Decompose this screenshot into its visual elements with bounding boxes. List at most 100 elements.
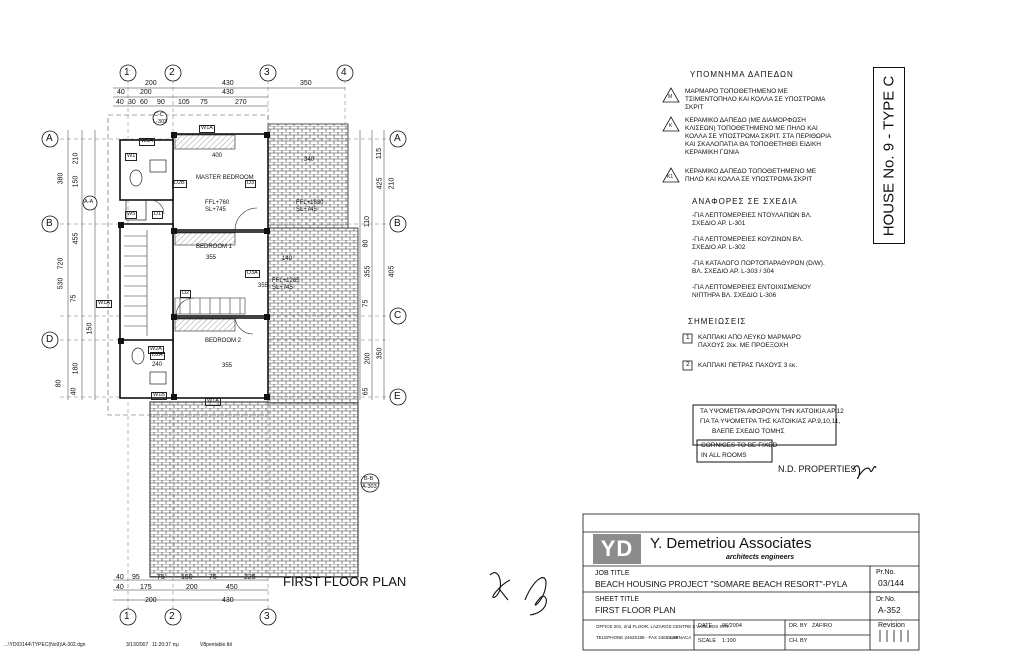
dim: 210	[72, 152, 80, 165]
firm-subtitle: architects engineers	[726, 554, 795, 561]
pen-table: V8pentable.tbl	[200, 642, 232, 648]
level-ffl: FFL+1630	[296, 200, 324, 206]
grid-row-label: D	[46, 334, 54, 345]
job-title-label: JOB TITLE	[595, 570, 630, 577]
legend-mark: K1	[667, 174, 674, 180]
grid-col-label: 3	[264, 67, 270, 78]
grid-row-label: B	[394, 218, 401, 229]
boxed-note-frame	[692, 404, 837, 446]
room-dim: 400	[212, 153, 223, 159]
sheet-title-label: SHEET TITLE	[595, 596, 640, 603]
cornices-line: IN ALL ROOMS	[701, 452, 747, 459]
grid-row-label: A	[46, 133, 53, 144]
grid-col-label: 2	[169, 67, 175, 78]
dr-no-label: Dr.No.	[876, 596, 896, 603]
sheet-title: FIRST FLOOR PLAN	[595, 605, 676, 615]
dim: 530	[57, 277, 65, 290]
grid-col-label: 1	[124, 67, 130, 78]
dim: 150	[86, 322, 94, 335]
section-label: B-B	[364, 476, 374, 482]
door-tag: D2B	[172, 180, 187, 188]
dim: 75	[200, 99, 208, 106]
office-city: LARNACA	[670, 635, 692, 640]
pr-no-label: Pr.No.	[876, 569, 896, 576]
window-tag: W1A	[199, 125, 215, 133]
paving-area-right	[267, 227, 359, 404]
job-title: BEACH HOUSING PROJECT "SOMARE BEACH RESO…	[595, 579, 848, 589]
revision-label: Revision	[878, 622, 905, 629]
dim: 80	[362, 239, 370, 248]
plan-title: FIRST FLOOR PLAN	[283, 574, 407, 589]
level-sl: SL+745	[205, 207, 226, 213]
section-label: C-C	[154, 112, 164, 118]
dim: 65	[362, 387, 370, 396]
grid-col-label: 1	[124, 611, 130, 622]
dim: 200	[140, 89, 152, 96]
door-tag: D1	[152, 211, 164, 219]
dim: 75	[157, 574, 165, 581]
boxed-note-line: ΤΑ ΥΨΟΜΕΤΡΑ ΑΦΟΡΟΥΝ ΤΗΝ ΚΑΤΟΙΚΙΑ ΑΡ.12	[700, 408, 844, 415]
dim: 115	[376, 147, 384, 160]
dim: 200	[145, 597, 157, 604]
file-path: ...\YD03144\TYPEC(No9)\A-302.dgn	[4, 642, 86, 648]
client-name: N.D. PROPERTIES	[778, 464, 857, 474]
room-label-bedroom1: BEDROOM 1	[196, 244, 233, 250]
master-bedroom-walls	[172, 133, 269, 231]
dim: 455	[72, 232, 80, 245]
plot-time: 11:20:37 πμ	[152, 642, 179, 648]
level-ffl: FFL+760	[205, 200, 230, 206]
bedroom-1-walls	[172, 231, 269, 317]
firm-logo: YD	[593, 534, 641, 564]
grid-col-label: 2	[169, 611, 175, 622]
cornices-note-frame	[696, 439, 773, 463]
room-label-bedroom2: BEDROOM 2	[205, 338, 242, 344]
dim: 60	[140, 99, 148, 106]
dim: 150	[72, 175, 80, 188]
room-dim: 340	[304, 157, 315, 163]
dim: 200	[186, 584, 198, 591]
dim: 75	[70, 294, 78, 303]
office-address: OFFICE 201, 2nd FLOOR, LAZAROS CENTRE 5 …	[596, 624, 730, 629]
note-item: ΚΑΠΠΑΚΙ ΑΠΟ ΛΕΥΚΟ ΜΑΡΜΑΡΟ ΠΑΧΟΥΣ 2εκ. ΜΕ…	[698, 334, 801, 349]
drawn-by-label: DR. BY	[789, 623, 808, 629]
checked-by-label: CH. BY	[789, 638, 808, 644]
dim: 180	[72, 362, 80, 375]
dim: 350	[376, 347, 384, 360]
office-phone: TELEPHONE 24625188 - FAX 24655188	[596, 635, 679, 640]
dim: 40	[70, 387, 78, 396]
window-tag: W5	[125, 211, 138, 219]
house-type-text: HOUSE No. 9 - TYPE C	[880, 75, 898, 236]
dim: 175	[140, 584, 152, 591]
window-tag: W1A	[96, 300, 112, 308]
dim: 95	[132, 574, 140, 581]
scale-label: SCALE	[698, 638, 717, 644]
door-tag: D2	[180, 290, 192, 298]
dim: 75	[362, 299, 370, 308]
dim: 225	[244, 574, 256, 581]
level-sl: SL+745	[272, 285, 293, 291]
dim: 200	[364, 352, 372, 365]
room-dim: 140	[282, 256, 293, 262]
door-tag: D2A	[150, 352, 165, 360]
room-dim: 355	[222, 363, 233, 369]
drawn-by: ZAFIRO	[812, 623, 833, 629]
dim: 40	[116, 584, 124, 591]
terrace-top	[267, 123, 349, 229]
window-tag: W1	[125, 153, 138, 161]
dim: 355	[364, 265, 372, 278]
dim: 425	[376, 177, 384, 190]
section-label: A-A	[84, 199, 94, 205]
dim: 80	[55, 379, 63, 388]
dim: 30	[128, 99, 136, 106]
legend-mark: M	[668, 94, 673, 100]
room-label-master: MASTER BEDROOM	[196, 175, 254, 181]
grid-row-label: B	[46, 218, 53, 229]
scale-value: 1:100	[722, 638, 736, 644]
room-dim: 355	[258, 283, 269, 289]
date-value: 06/2004	[722, 623, 742, 629]
stair-walls	[119, 223, 174, 343]
window-tag: W1A	[205, 398, 221, 406]
door-tag: D3A	[245, 270, 260, 278]
window-tag: W1B	[151, 392, 167, 400]
dim: 40	[116, 574, 124, 581]
